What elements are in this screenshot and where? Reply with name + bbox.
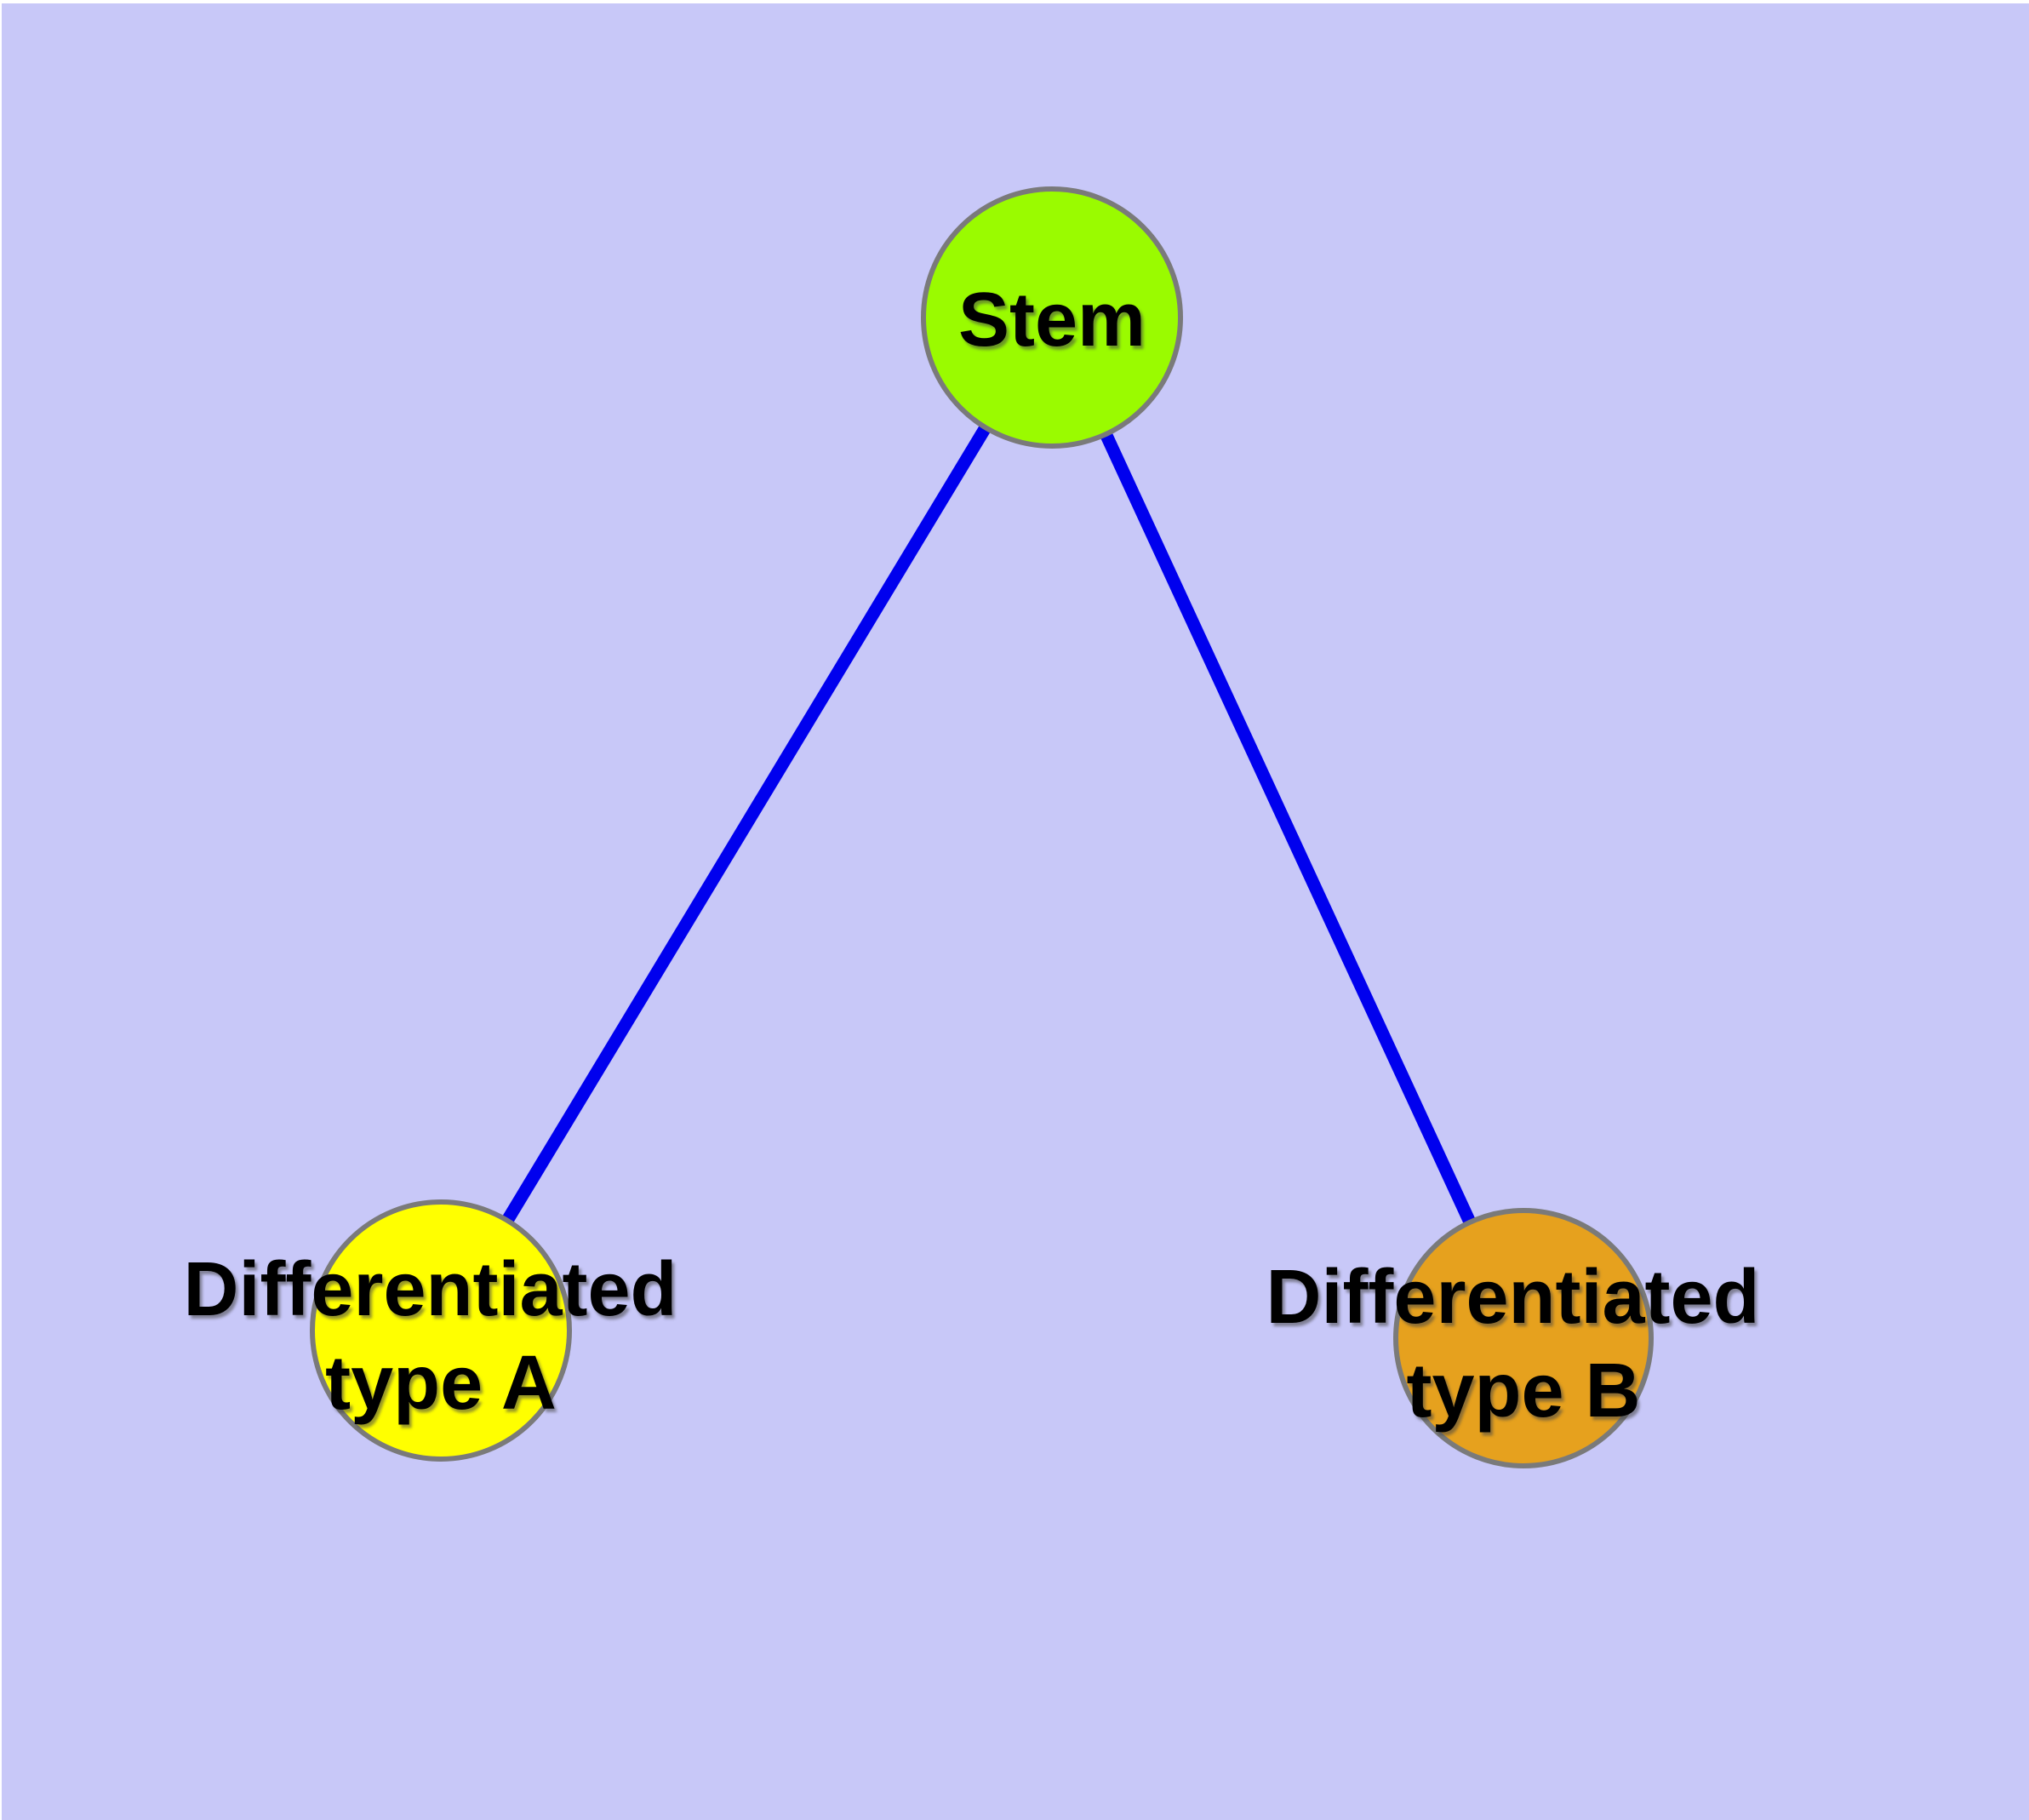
node-type-a-circle <box>310 1199 572 1462</box>
node-type-a-label: Differentiated type A <box>183 1247 698 1426</box>
edge-stem-to-type-b <box>1046 314 1529 1342</box>
node-stem-circle <box>921 186 1183 449</box>
node-type-b-label-line2: type B <box>1406 1348 1640 1434</box>
node-type-a-label-line1: Differentiated <box>183 1247 677 1332</box>
node-type-b-circle <box>1393 1208 1654 1468</box>
node-type-b-label: Differentiated type B <box>1266 1255 1780 1434</box>
edge-stem-to-type-a <box>435 314 1058 1334</box>
node-type-a-label-line2: type A <box>325 1341 557 1426</box>
node-type-b-label-line1: Differentiated <box>1266 1255 1759 1340</box>
node-stem-label: Stem <box>958 278 1146 363</box>
